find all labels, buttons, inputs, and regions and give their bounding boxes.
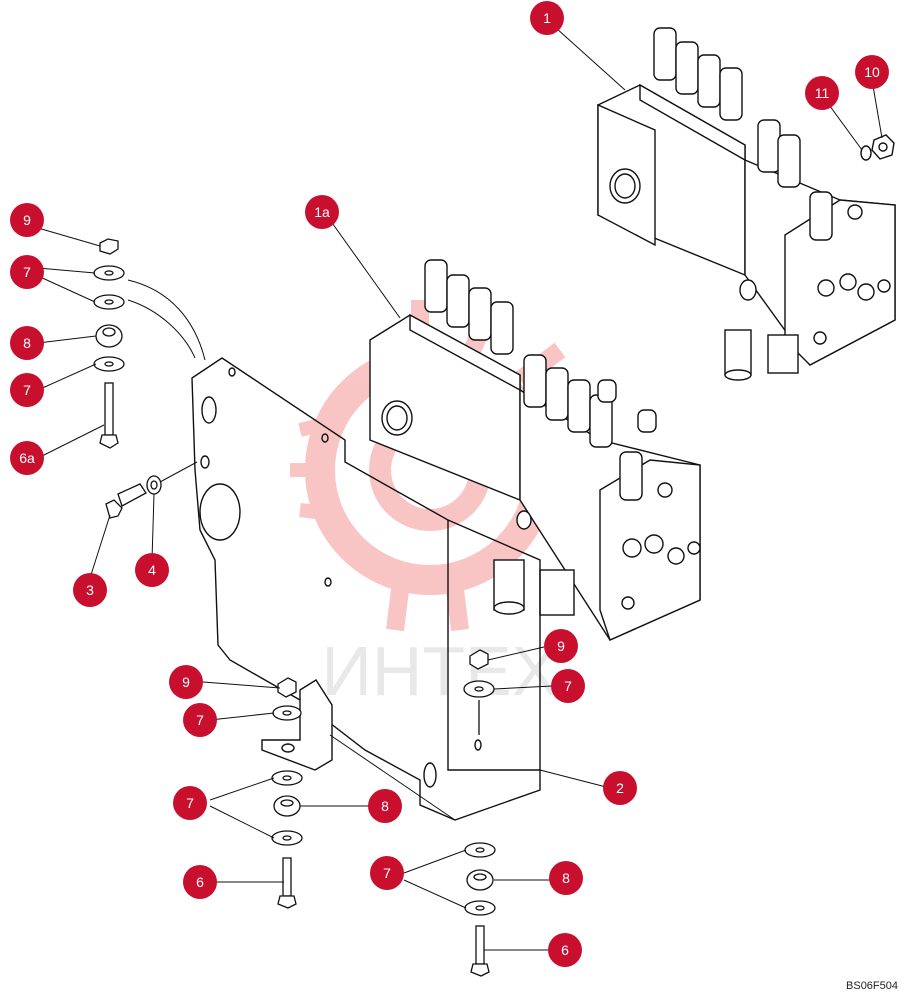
callout-3: 3	[73, 573, 107, 607]
svg-text:9: 9	[23, 212, 31, 228]
solenoid-group-1	[653, 27, 833, 241]
svg-text:7: 7	[196, 712, 204, 728]
callout-7-mid-right: 7	[551, 669, 585, 703]
svg-text:4: 4	[148, 562, 156, 578]
callout-6-left: 6	[183, 865, 217, 899]
svg-text:7: 7	[383, 865, 391, 881]
svg-text:7: 7	[23, 264, 31, 280]
hardware-left-stack	[93, 238, 125, 449]
svg-text:7: 7	[564, 678, 572, 694]
svg-text:8: 8	[562, 870, 570, 886]
callout-7-low-left: 7	[173, 786, 207, 820]
svg-text:7: 7	[23, 382, 31, 398]
svg-text:8: 8	[381, 798, 389, 814]
callout-6-right: 6	[548, 933, 582, 967]
callout-7-low-right: 7	[370, 856, 404, 890]
callout-9-mid-left: 9	[169, 665, 203, 699]
svg-text:8: 8	[23, 335, 31, 351]
valve-assembly-1	[597, 27, 896, 381]
svg-text:3: 3	[86, 582, 94, 598]
callout-7-top1: 7	[10, 255, 44, 289]
leader-line	[159, 461, 198, 483]
o-ring-11	[860, 145, 872, 161]
callout-1a: 1a	[305, 195, 339, 229]
callout-11: 11	[805, 76, 839, 110]
callout-6a: 6a	[10, 441, 44, 475]
svg-text:6a: 6a	[19, 450, 35, 466]
svg-text:6: 6	[196, 874, 204, 890]
bolt-6a	[104, 382, 114, 436]
callouts: 1 1a 2 3 4 6 6 6a 7 7 7 7 7 7 8 8 8 9 9 …	[10, 1, 889, 967]
leader-curve	[127, 299, 196, 359]
watermark-text: ИНТЕХ	[321, 632, 558, 710]
svg-text:9: 9	[182, 674, 190, 690]
svg-text:1: 1	[543, 10, 551, 26]
callout-4: 4	[135, 553, 169, 587]
callout-9-top: 9	[10, 203, 44, 237]
svg-text:2: 2	[616, 780, 624, 796]
angle-foot	[261, 679, 333, 771]
hardware-mid-left	[271, 677, 303, 909]
svg-text:6: 6	[561, 942, 569, 958]
svg-text:7: 7	[186, 795, 194, 811]
callout-10: 10	[855, 55, 889, 89]
callout-8-top: 8	[10, 326, 44, 360]
svg-text:11: 11	[815, 85, 830, 101]
fitting-10	[871, 134, 895, 160]
mounting-bracket-2	[191, 357, 541, 821]
callout-8-mid: 8	[368, 789, 402, 823]
callout-2: 2	[603, 771, 637, 805]
callout-9-mid-right: 9	[544, 629, 578, 663]
svg-text:10: 10	[864, 64, 880, 80]
svg-text:1a: 1a	[314, 204, 330, 220]
callout-7-top2: 7	[10, 373, 44, 407]
port-plugs-1	[813, 204, 891, 345]
nut-9	[99, 238, 119, 255]
valve-assembly-1a	[369, 259, 701, 641]
callout-7-mid-left: 7	[183, 703, 217, 737]
solenoid-group-1a	[424, 259, 657, 501]
hardware-mid-right	[463, 649, 495, 735]
callout-8-low: 8	[549, 861, 583, 895]
port-plugs-1a	[621, 482, 701, 610]
callout-1: 1	[530, 1, 564, 35]
hardware-low-right	[464, 842, 496, 977]
bolt-3-and-washer-4	[105, 475, 162, 519]
svg-text:9: 9	[557, 638, 565, 654]
figure-code: BS06F504	[846, 980, 898, 992]
leader-lines	[37, 27, 883, 951]
leader-curve	[127, 279, 206, 361]
